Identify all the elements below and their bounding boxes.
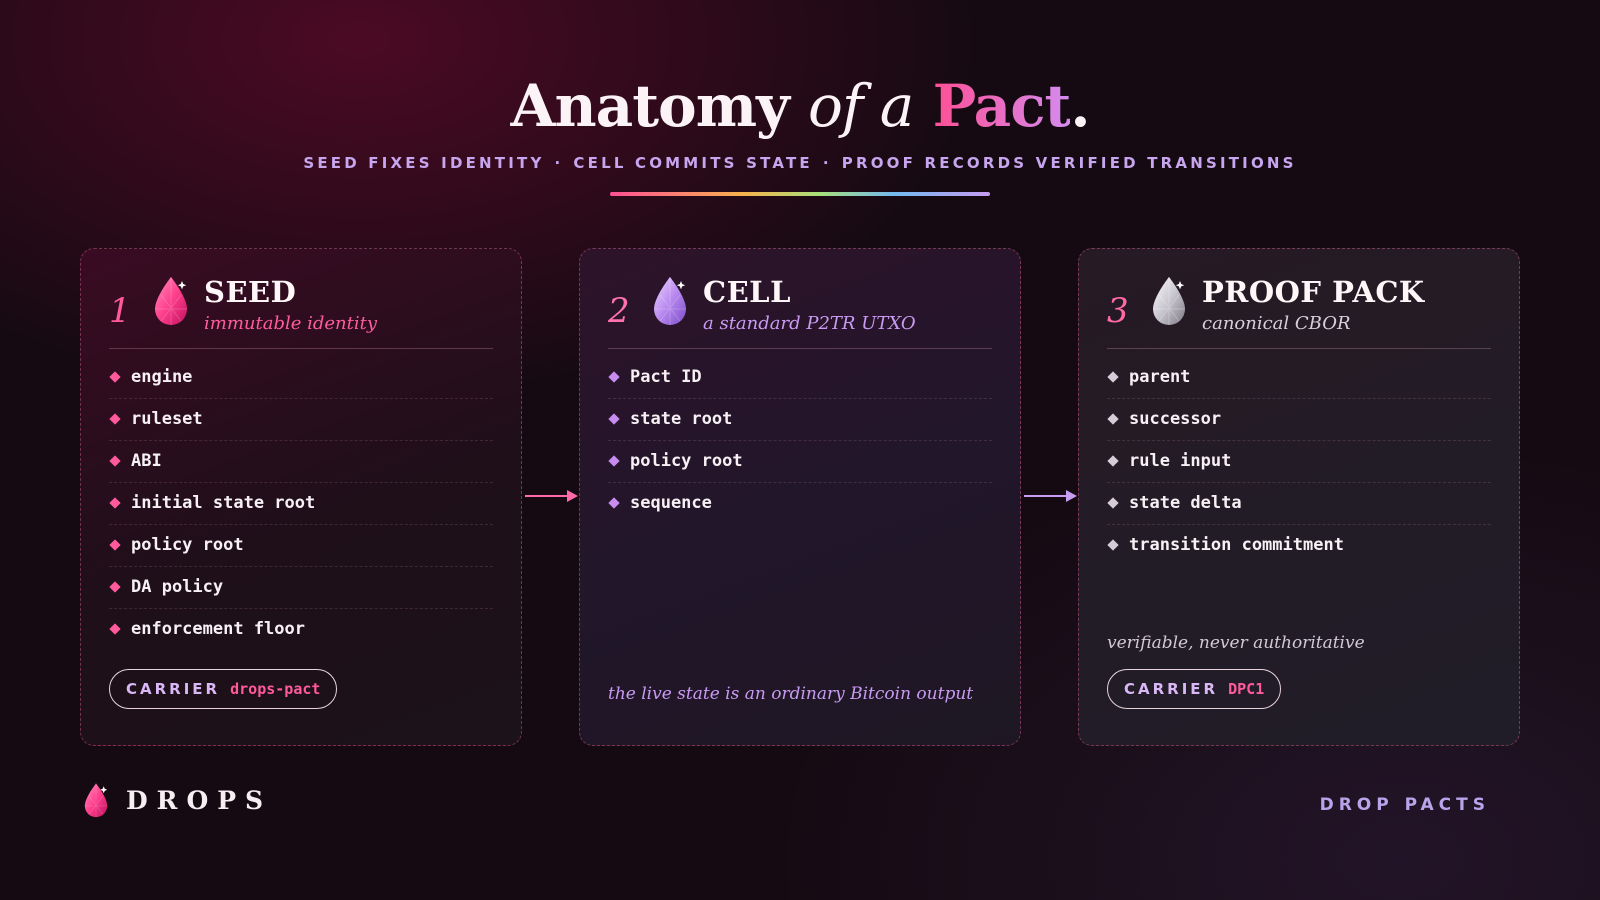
field-label: enforcement floor: [131, 619, 305, 639]
field-label: policy root: [630, 451, 743, 471]
card-note: the live state is an ordinary Bitcoin ou…: [608, 684, 974, 704]
proof-pack-card: 3 PROOF PACK canonical CBOR parent succe…: [1078, 248, 1520, 746]
card-subtitle: a standard P2TR UTXO: [703, 313, 916, 334]
title-period: .: [1070, 72, 1090, 140]
title-part-of-a: of a: [807, 72, 914, 140]
carrier-value: DPC1: [1228, 680, 1265, 698]
carrier-value: drops-pact: [230, 680, 321, 698]
cell-card: 2 CELL a standard P2TR UTXO Pact ID stat…: [579, 248, 1021, 746]
arrow-right-icon: [1024, 490, 1077, 502]
field-label: engine: [131, 367, 193, 387]
proof-pack-field-list: parent successor rule input state delta …: [1107, 357, 1491, 567]
card-title: PROOF PACK: [1202, 275, 1425, 309]
field-label: Pact ID: [630, 367, 702, 387]
card-subtitle: canonical CBOR: [1202, 313, 1351, 334]
diamond-bullet-icon: [1107, 413, 1119, 425]
diamond-bullet-icon: [109, 455, 121, 467]
step-number: 1: [109, 291, 131, 331]
list-item: initial state root: [109, 483, 493, 525]
card-note: verifiable, never authoritative: [1107, 633, 1365, 653]
page-title: Anatomy of a Pact.: [0, 72, 1600, 140]
field-label: state root: [630, 409, 733, 429]
step-number: 2: [608, 291, 630, 331]
seed-field-list: engine ruleset ABI initial state root po…: [109, 357, 493, 651]
list-item: state root: [608, 399, 992, 441]
diamond-bullet-icon: [109, 413, 121, 425]
field-label: parent: [1129, 367, 1191, 387]
field-label: successor: [1129, 409, 1222, 429]
card-subtitle: immutable identity: [204, 313, 378, 334]
diamond-bullet-icon: [1107, 371, 1119, 383]
arrow-right-icon: [525, 490, 578, 502]
diamond-bullet-icon: [1107, 539, 1119, 551]
diamond-bullet-icon: [608, 455, 620, 467]
list-item: ruleset: [109, 399, 493, 441]
field-label: rule input: [1129, 451, 1232, 471]
carrier-label: CARRIER: [126, 680, 221, 698]
list-item: ABI: [109, 441, 493, 483]
list-item: successor: [1107, 399, 1491, 441]
carrier-badge: CARRIER drops-pact: [109, 669, 338, 709]
diamond-bullet-icon: [109, 581, 121, 593]
list-item: sequence: [608, 483, 992, 525]
brand-name: DROPS: [126, 786, 273, 815]
carrier-badge: CARRIER DPC1: [1107, 669, 1282, 709]
diamond-bullet-icon: [109, 371, 121, 383]
violet-drop-icon: [654, 277, 686, 325]
title-part-pact: Pact: [932, 72, 1072, 140]
field-label: ruleset: [131, 409, 203, 429]
diamond-bullet-icon: [109, 539, 121, 551]
field-label: initial state root: [131, 493, 316, 513]
carrier-label: CARRIER: [1124, 680, 1219, 698]
seed-card-header: 1 SEED immutable identity: [109, 273, 493, 349]
silver-drop-icon: [1153, 277, 1185, 325]
subtitle-separator: ·: [822, 154, 832, 172]
title-part-anatomy: Anatomy: [510, 72, 808, 140]
list-item: DA policy: [109, 567, 493, 609]
field-label: transition commitment: [1129, 535, 1344, 555]
subtitle: SEED FIXES IDENTITY · CELL COMMITS STATE · P…: [0, 154, 1600, 172]
card-title: SEED: [204, 275, 297, 309]
diamond-bullet-icon: [1107, 497, 1119, 509]
proof-pack-card-header: 3 PROOF PACK canonical CBOR: [1107, 273, 1491, 349]
card-title: CELL: [703, 275, 791, 309]
list-item: engine: [109, 357, 493, 399]
rainbow-divider: [610, 192, 990, 196]
subtitle-separator: ·: [554, 154, 564, 172]
list-item: enforcement floor: [109, 609, 493, 651]
list-item: parent: [1107, 357, 1491, 399]
cell-field-list: Pact ID state root policy root sequence: [608, 357, 992, 525]
list-item: Pact ID: [608, 357, 992, 399]
seed-card: 1 SEED immutable identity engine ruleset…: [80, 248, 522, 746]
field-label: sequence: [630, 493, 712, 513]
list-item: transition commitment: [1107, 525, 1491, 567]
diamond-bullet-icon: [109, 623, 121, 635]
field-label: ABI: [131, 451, 162, 471]
footer-tagline: DROP PACTS: [1319, 795, 1490, 815]
field-label: policy root: [131, 535, 244, 555]
list-item: rule input: [1107, 441, 1491, 483]
diamond-bullet-icon: [608, 371, 620, 383]
diamond-bullet-icon: [608, 497, 620, 509]
step-number: 3: [1107, 291, 1129, 331]
field-label: DA policy: [131, 577, 224, 597]
pink-drop-icon: [155, 277, 187, 325]
cell-card-header: 2 CELL a standard P2TR UTXO: [608, 273, 992, 349]
list-item: policy root: [608, 441, 992, 483]
subtitle-seed: SEED FIXES IDENTITY: [303, 154, 545, 172]
list-item: policy root: [109, 525, 493, 567]
diamond-bullet-icon: [1107, 455, 1119, 467]
diamond-bullet-icon: [109, 497, 121, 509]
subtitle-proof: PROOF RECORDS VERIFIED TRANSITIONS: [841, 154, 1297, 172]
field-label: state delta: [1129, 493, 1242, 513]
drops-logo-icon: [84, 783, 108, 818]
subtitle-cell: CELL COMMITS STATE: [573, 154, 813, 172]
diamond-bullet-icon: [608, 413, 620, 425]
list-item: state delta: [1107, 483, 1491, 525]
